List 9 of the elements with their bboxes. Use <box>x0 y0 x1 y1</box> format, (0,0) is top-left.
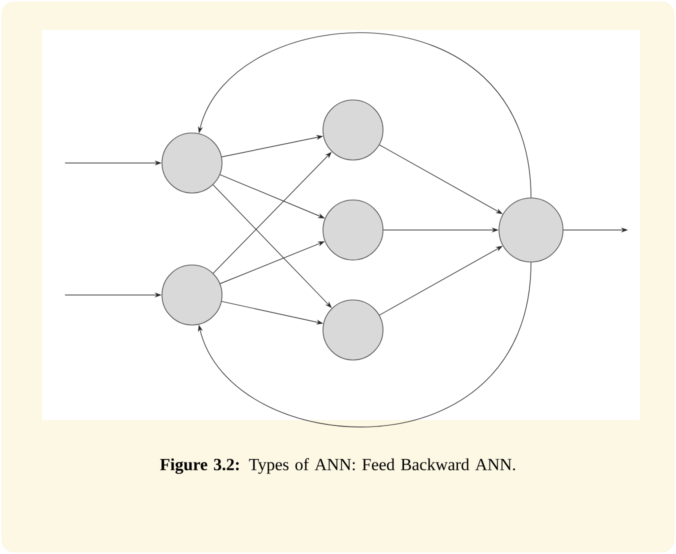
neuron-circle <box>322 300 384 360</box>
arrow <box>198 262 532 427</box>
neuron-circle <box>322 200 384 260</box>
neuron-circle <box>322 100 384 160</box>
neuron-circle <box>162 132 222 194</box>
figure-caption: Figure 3.2: Types of ANN: Feed Backward ANN. <box>160 458 516 474</box>
neuron-circle <box>498 198 564 262</box>
arrow <box>198 32 532 198</box>
neuron-circle <box>162 264 222 326</box>
